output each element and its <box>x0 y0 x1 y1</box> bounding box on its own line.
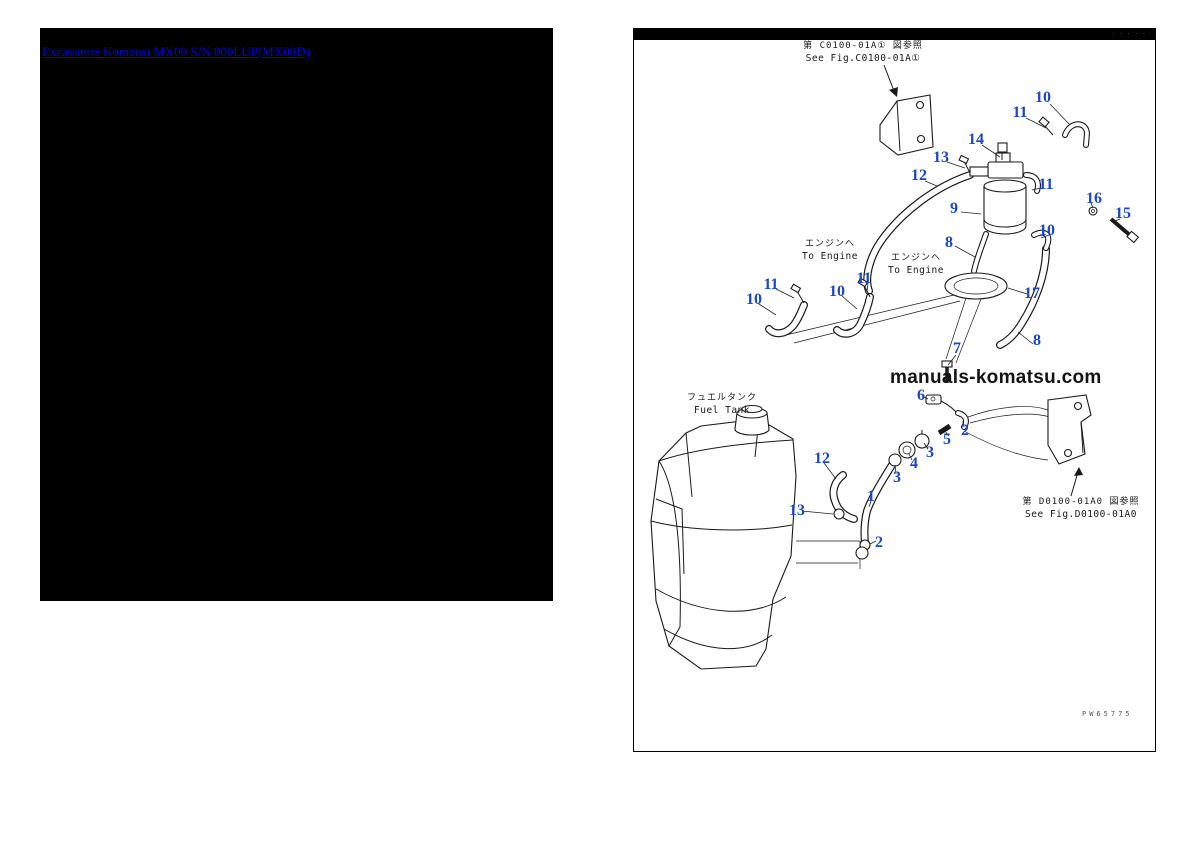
callout-number: 14 <box>968 131 984 148</box>
ref-top-label: 第 C0100-01A① 図参照 See Fig.C0100-01A① <box>783 41 943 65</box>
to-engine-1-jp: エンジンへ <box>804 239 855 249</box>
callout-number: 12 <box>911 167 927 184</box>
callout-number: 13 <box>933 149 949 166</box>
fuel-tank-en: Fuel Tank <box>694 404 750 416</box>
callout-number: 7 <box>953 340 961 357</box>
callout-number: 5 <box>943 431 951 448</box>
parts-diagram-panel: · · · · · <box>633 28 1156 752</box>
callout-number: 10 <box>1039 222 1055 239</box>
callout-number: 11 <box>763 276 779 293</box>
mount-bracket-right <box>1047 394 1092 465</box>
ref-top-jp: 第 C0100-01A① 図参照 <box>803 41 923 51</box>
fuel-tank-shape <box>650 404 861 670</box>
fuel-tank-label: フュエルタンク Fuel Tank <box>670 393 774 417</box>
small-parts <box>790 116 1140 560</box>
callout-number: 10 <box>829 283 845 300</box>
fuel-filter <box>969 152 1041 235</box>
mount-bracket-top <box>879 94 934 156</box>
callout-number: 8 <box>945 234 953 251</box>
callout-number: 13 <box>789 502 805 519</box>
callout-number: 10 <box>1035 89 1051 106</box>
to-engine-1-en: To Engine <box>802 250 858 262</box>
watermark-text: manuals-komatsu.com <box>890 367 1102 388</box>
plate-code: PW65775 <box>1082 710 1133 718</box>
to-engine-2-jp: エンジンへ <box>890 253 941 263</box>
callout-number: 2 <box>961 422 969 439</box>
to-engine-2-en: To Engine <box>888 264 944 276</box>
ref-bottom-label: 第 D0100-01A0 図参照 See Fig.D0100-01A0 <box>1006 497 1156 521</box>
callout-number: 3 <box>893 469 901 486</box>
callout-number: 9 <box>950 200 958 217</box>
callout-number: 17 <box>1024 285 1040 302</box>
header-marks: · · · · · <box>1112 31 1147 37</box>
hoses <box>765 121 1091 547</box>
callout-number: 6 <box>917 387 925 404</box>
callout-number: 4 <box>910 455 918 472</box>
parts-diagram-drawing <box>650 64 1140 670</box>
ref-top-en: See Fig.C0100-01A① <box>805 52 921 64</box>
callout-number: 3 <box>926 444 934 461</box>
callout-number: 2 <box>875 534 883 551</box>
callout-number: 1 <box>867 488 875 505</box>
to-engine-label-1: エンジンへ To Engine <box>794 239 866 263</box>
callout-number: 10 <box>746 291 762 308</box>
document-title-link[interactable]: Excavators Komatsu MX09 S/N 800LUP(MX09D… <box>42 44 310 59</box>
fuel-tank-jp: フュエルタンク <box>686 393 757 403</box>
diagram-top-bar: · · · · · <box>634 29 1155 40</box>
callout-number: 11 <box>856 270 872 287</box>
callout-number: 11 <box>1012 104 1028 121</box>
ref-bottom-jp: 第 D0100-01A0 図参照 <box>1022 497 1140 507</box>
callout-number: 8 <box>1033 332 1041 349</box>
callout-number: 11 <box>1038 176 1054 193</box>
ref-bottom-en: See Fig.D0100-01A0 <box>1025 508 1137 520</box>
leader-lines <box>758 103 1121 545</box>
callout-number: 16 <box>1086 190 1102 207</box>
callout-number: 12 <box>814 450 830 467</box>
callout-number: 15 <box>1115 205 1131 222</box>
left-black-panel: Excavators Komatsu MX09 S/N 800LUP(MX09D… <box>40 28 553 601</box>
to-engine-label-2: エンジンへ To Engine <box>880 253 952 277</box>
